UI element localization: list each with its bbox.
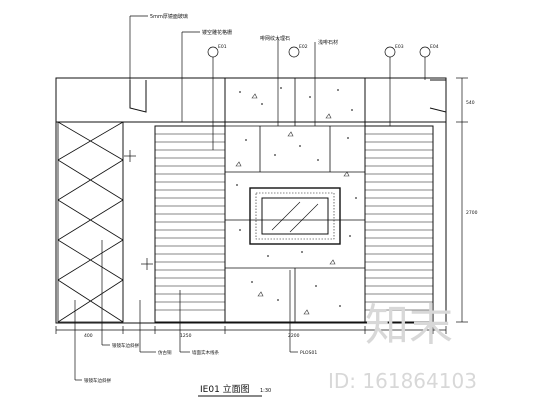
stone-wall-center bbox=[224, 77, 366, 323]
note-top-4: 浅啡石材 bbox=[318, 39, 338, 46]
reference-bubbles bbox=[207, 46, 431, 58]
drawing-title: IE01 立面图 bbox=[200, 383, 250, 395]
dim-bottom-3: 2200 bbox=[288, 333, 300, 339]
dim-right-top: 540 bbox=[466, 100, 475, 106]
dim-bottom-2: 1250 bbox=[180, 333, 192, 339]
ref-label-1: E01 bbox=[218, 44, 227, 50]
ref-label-3: E03 bbox=[395, 44, 404, 50]
leader-lines-bottom bbox=[74, 240, 298, 381]
note-bottom-4: PLOS01 bbox=[300, 350, 317, 356]
mirror-panel-left bbox=[57, 121, 124, 323]
dim-right-mid: 2700 bbox=[466, 210, 478, 216]
stone-speckle-texture bbox=[235, 87, 357, 315]
slat-panel-left bbox=[154, 125, 226, 323]
note-top-3: 啡网纹大理石 bbox=[260, 35, 290, 42]
note-bottom-3: 墙面实木线条 bbox=[192, 349, 219, 356]
star-markers bbox=[124, 150, 153, 270]
framed-mirror bbox=[249, 187, 341, 245]
note-bottom-1: 仿古铜 bbox=[158, 349, 172, 356]
dim-bottom-1: 400 bbox=[84, 333, 93, 339]
leader-lines-top bbox=[129, 15, 426, 150]
ref-label-2: E02 bbox=[299, 44, 308, 50]
watermark-brand: 知末 bbox=[365, 300, 453, 351]
note-bottom-2: 银镜车边斜拼 bbox=[112, 342, 139, 349]
ref-label-4: E04 bbox=[430, 44, 439, 50]
watermark-id: ID: 161864103 bbox=[328, 369, 477, 393]
note-top-2: 镂空雕花格栅 bbox=[202, 29, 232, 36]
dimension-bottom bbox=[55, 326, 447, 334]
note-bottom-5: 银镜车边斜拼 bbox=[84, 377, 111, 384]
slat-panel-right bbox=[364, 125, 434, 323]
drawing-scale: 1:30 bbox=[260, 388, 271, 394]
note-top-1: 5mm厚镜面玻璃 bbox=[150, 13, 188, 20]
dimension-right bbox=[456, 77, 468, 323]
